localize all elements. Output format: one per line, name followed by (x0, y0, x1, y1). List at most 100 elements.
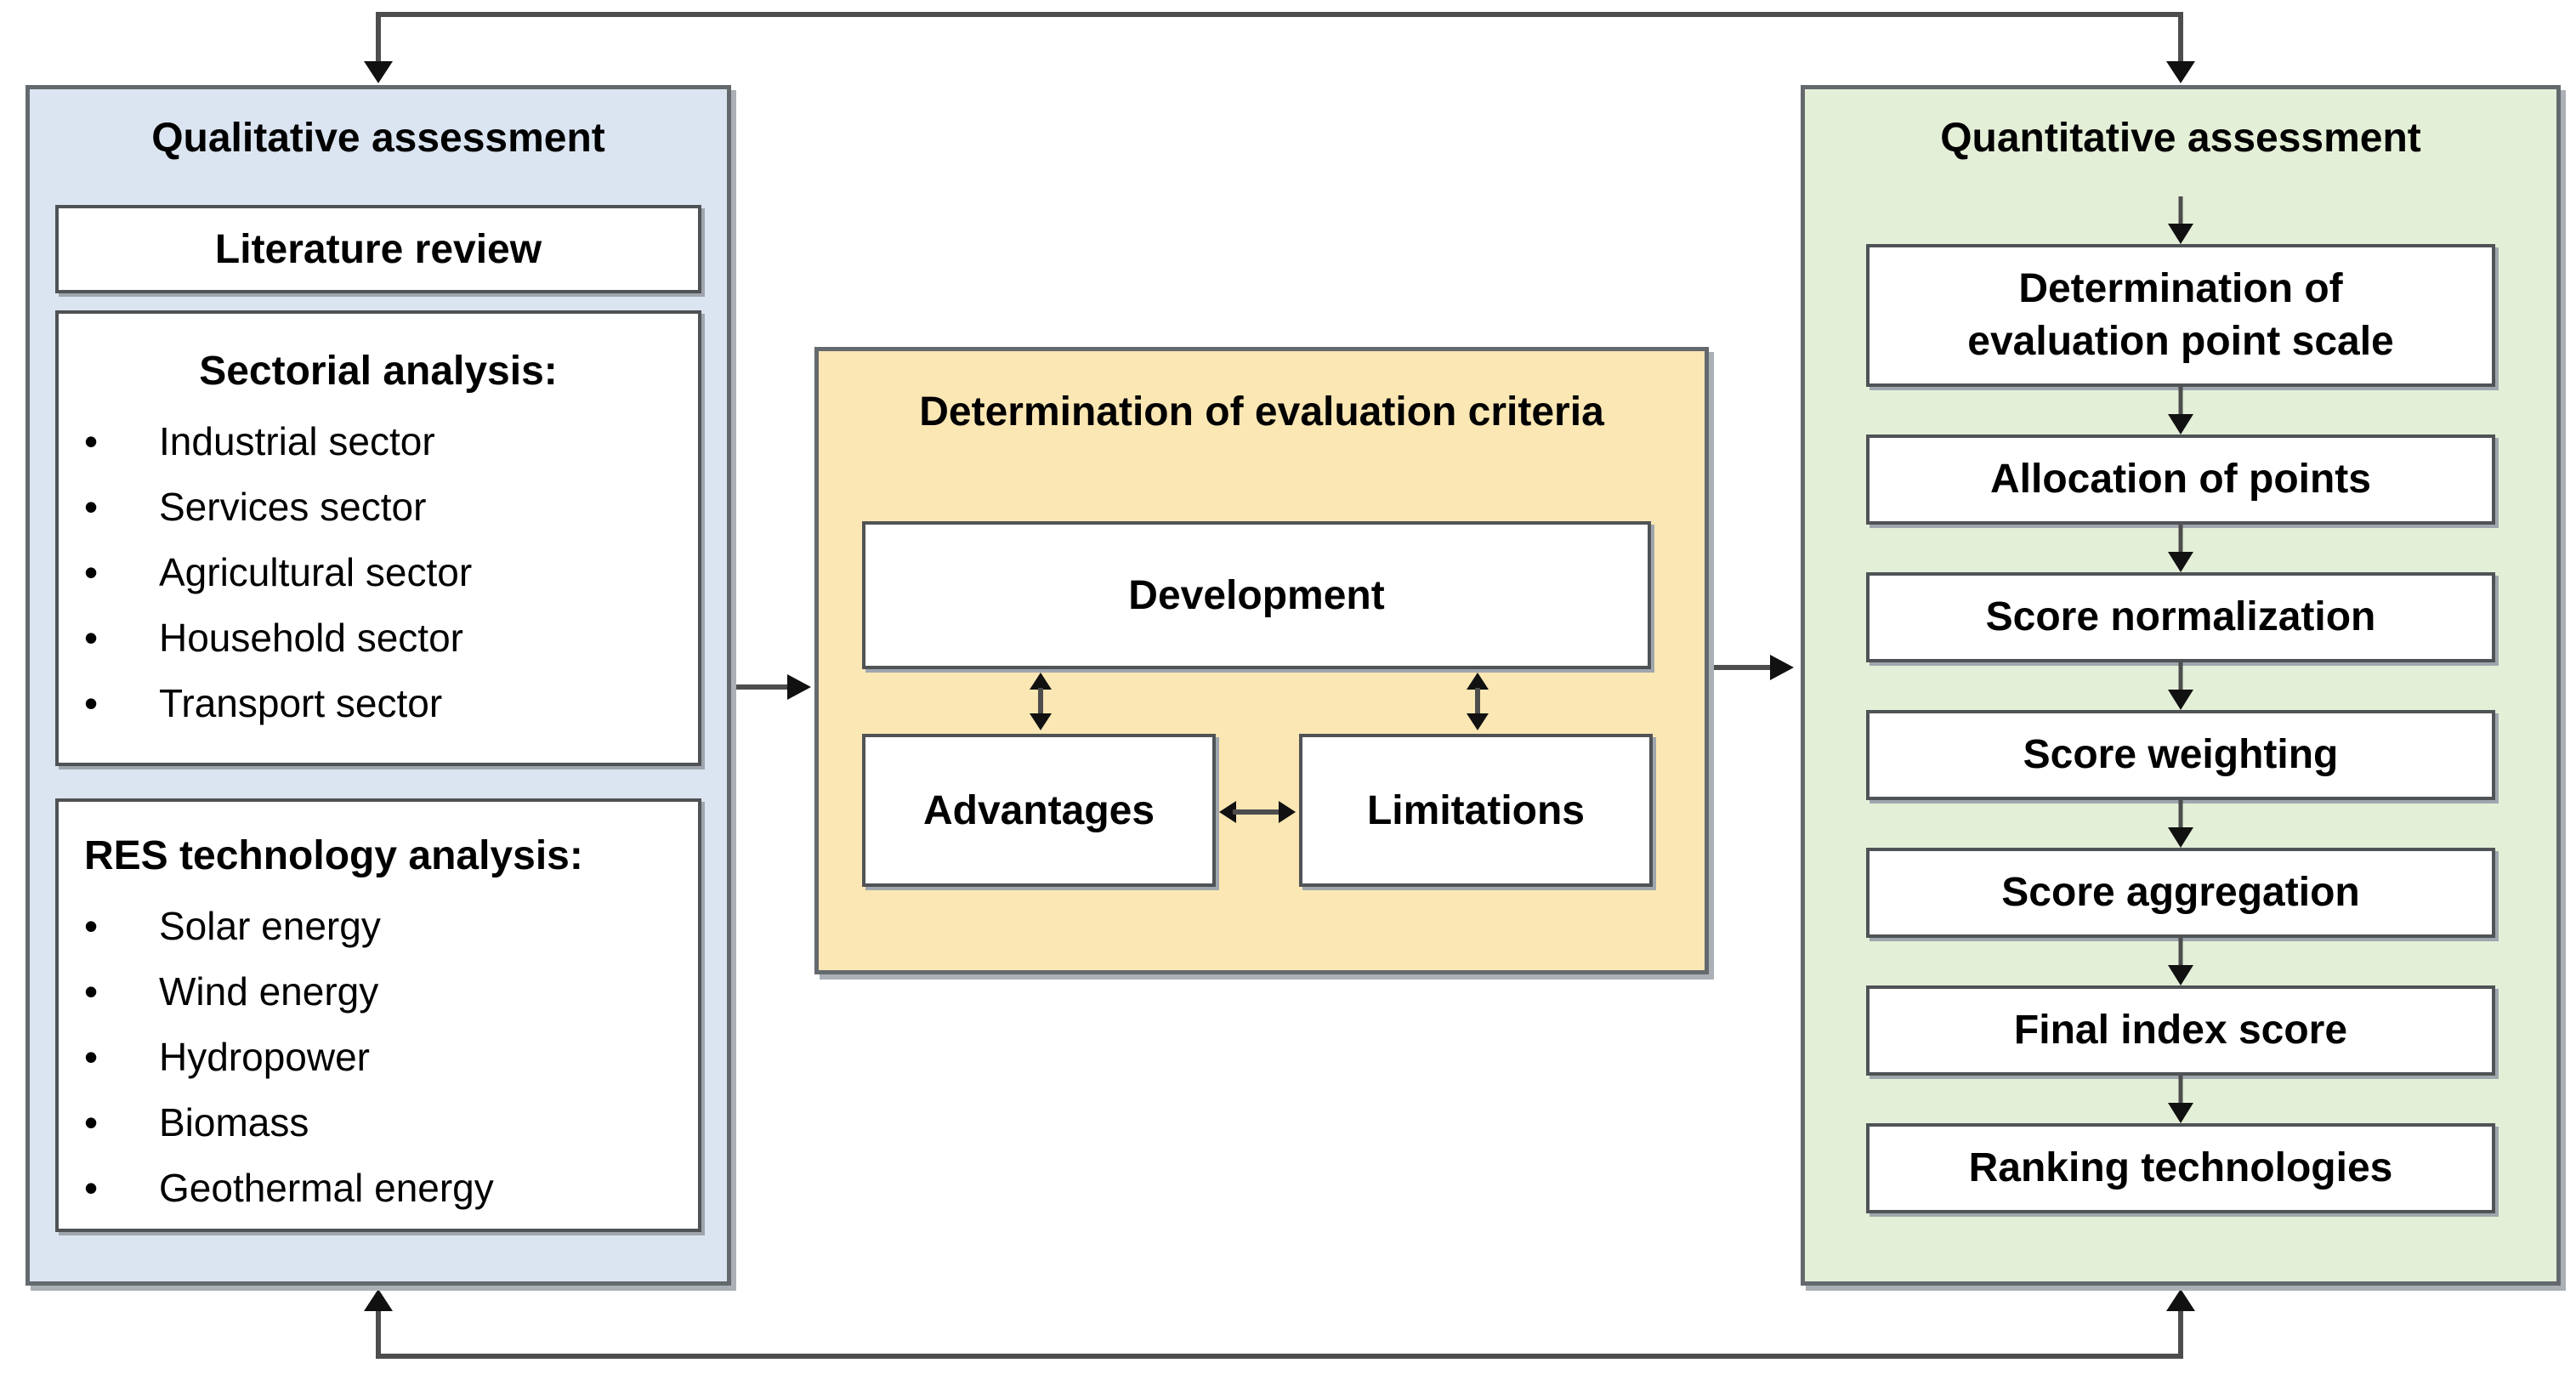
res-technology-analysis-box: RES technology analysis: • Solar energy •… (55, 798, 701, 1232)
advantages-box: Advantages (862, 734, 1216, 887)
development-advantages-double-arrow (1029, 673, 1053, 730)
down-arrow-connector (1866, 938, 2495, 985)
res-list-item-label: Solar energy (159, 904, 381, 948)
down-arrowhead-icon (2166, 61, 2195, 83)
sectorial-list-item: • Agricultural sector (59, 540, 698, 605)
quantitative-step: Score weighting (1866, 662, 2495, 800)
sectorial-list-item-label: Industrial sector (159, 419, 435, 463)
quantitative-steps-list: Determination of evaluation point scale … (1866, 196, 2495, 1213)
bullet-icon: • (84, 969, 99, 1014)
top-connector-left-arm (376, 12, 381, 65)
quantitative-step: Allocation of points (1866, 387, 2495, 525)
sectorial-analysis-list: • Industrial sector • Services sector • Agr… (59, 409, 698, 736)
arrow-shaft (1038, 688, 1043, 715)
arrow-shaft (2178, 525, 2183, 555)
res-list-item-label: Geothermal energy (159, 1166, 494, 1210)
down-arrow-connector (1866, 196, 2495, 244)
literature-review-box: Literature review (55, 205, 701, 293)
evaluation-criteria-panel: Determination of evaluation criteria Dev… (814, 347, 1709, 974)
quantitative-step-label: Determination of evaluation point scale (1967, 266, 2394, 364)
bullet-icon: • (84, 419, 99, 463)
sectorial-list-item: • Transport sector (59, 671, 698, 736)
right-arrowhead-icon (1770, 655, 1794, 680)
arrow-shaft (2178, 387, 2183, 417)
down-arrowhead-icon (364, 61, 393, 83)
quantitative-step: Final index score (1866, 938, 2495, 1076)
down-arrow-connector (1866, 387, 2495, 434)
bullet-icon: • (84, 485, 99, 529)
quantitative-step-label: Score aggregation (2001, 870, 2360, 915)
res-list-item: • Geothermal energy (59, 1156, 698, 1221)
quantitative-step: Determination of evaluation point scale (1866, 196, 2495, 387)
bottom-connector-line (378, 1354, 2181, 1359)
right-arrowhead-icon (787, 674, 811, 700)
down-arrow-connector (1866, 800, 2495, 848)
down-arrow-connector (1866, 525, 2495, 572)
arrow-middle-to-right-line (1712, 665, 1772, 670)
sectorial-list-item-label: Agricultural sector (159, 550, 473, 594)
qualitative-assessment-panel: Qualitative assessment Literature review… (26, 85, 731, 1286)
arrow-shaft (2178, 1076, 2183, 1106)
quantitative-assessment-title: Quantitative assessment (1940, 116, 2421, 161)
advantages-limitations-double-arrow (1219, 800, 1296, 824)
arrow-shaft (2178, 196, 2183, 227)
bullet-icon: • (84, 1100, 99, 1144)
quantitative-step-label: Score normalization (1985, 594, 2376, 639)
sectorial-list-item: • Services sector (59, 474, 698, 540)
quantitative-step-box: Final index score (1866, 985, 2495, 1076)
res-list-item-label: Biomass (159, 1100, 309, 1144)
quantitative-step-box: Score normalization (1866, 572, 2495, 662)
quantitative-step-box: Allocation of points (1866, 434, 2495, 525)
sectorial-list-item-label: Household sector (159, 616, 463, 660)
quantitative-step-box: Determination of evaluation point scale (1866, 244, 2495, 387)
top-connector-right-arm (2178, 12, 2183, 65)
quantitative-step-label: Ranking technologies (1968, 1145, 2393, 1190)
arrow-left-to-middle-line (731, 684, 789, 690)
development-limitations-double-arrow (1466, 673, 1489, 730)
res-list-item: •Hydropower (59, 1025, 698, 1090)
sectorial-list-item: • Household sector (59, 605, 698, 671)
quantitative-step-box: Score aggregation (1866, 848, 2495, 938)
arrow-shaft (1233, 809, 1282, 815)
res-list-item-label: Hydropower (159, 1035, 370, 1079)
quantitative-step-label: Final index score (2013, 1008, 2348, 1053)
quantitative-step-box: Score weighting (1866, 710, 2495, 800)
res-list-item: • Biomass (59, 1090, 698, 1156)
limitations-box: Limitations (1299, 734, 1653, 887)
top-connector-line (378, 12, 2181, 17)
evaluation-criteria-title: Determination of evaluation criteria (919, 389, 1604, 434)
res-technology-analysis-heading: RES technology analysis: (84, 833, 583, 878)
bullet-icon: • (84, 616, 99, 660)
down-arrow-connector (1866, 662, 2495, 710)
arrow-shaft (1475, 688, 1480, 715)
sectorial-analysis-heading: Sectorial analysis: (199, 349, 558, 394)
bottom-connector-right-arm (2178, 1309, 2183, 1359)
quantitative-step: Score aggregation (1866, 800, 2495, 938)
sectorial-analysis-box: Sectorial analysis: • Industrial sector •… (55, 310, 701, 766)
res-technology-analysis-list: •Solar energy •Wind energy •Hydropower •… (59, 894, 698, 1221)
bullet-icon: • (84, 904, 99, 948)
sectorial-list-item: • Industrial sector (59, 409, 698, 474)
arrow-shaft (2178, 800, 2183, 831)
sectorial-list-item-label: Services sector (159, 485, 427, 529)
res-list-item-label: Wind energy (159, 969, 379, 1014)
quantitative-step-box: Ranking technologies (1866, 1123, 2495, 1213)
development-box: Development (862, 521, 1651, 669)
down-arrow-connector (1866, 1076, 2495, 1123)
res-list-item: • Solar energy (59, 894, 698, 959)
up-arrowhead-icon (364, 1289, 393, 1311)
up-arrowhead-icon (2166, 1289, 2195, 1311)
quantitative-step-label: Allocation of points (1990, 457, 2371, 502)
qualitative-assessment-title: Qualitative assessment (151, 116, 605, 161)
quantitative-assessment-panel: Quantitative assessment Determination of… (1801, 85, 2561, 1286)
res-list-item: • Wind energy (59, 959, 698, 1025)
bullet-icon: • (84, 550, 99, 594)
bullet-icon: • (84, 1166, 99, 1210)
arrow-shaft (2178, 938, 2183, 968)
bullet-icon: • (84, 681, 99, 725)
quantitative-step-label: Score weighting (2023, 732, 2339, 777)
arrow-shaft (2178, 662, 2183, 693)
sectorial-list-item-label: Transport sector (159, 681, 443, 725)
quantitative-step: Ranking technologies (1866, 1076, 2495, 1213)
